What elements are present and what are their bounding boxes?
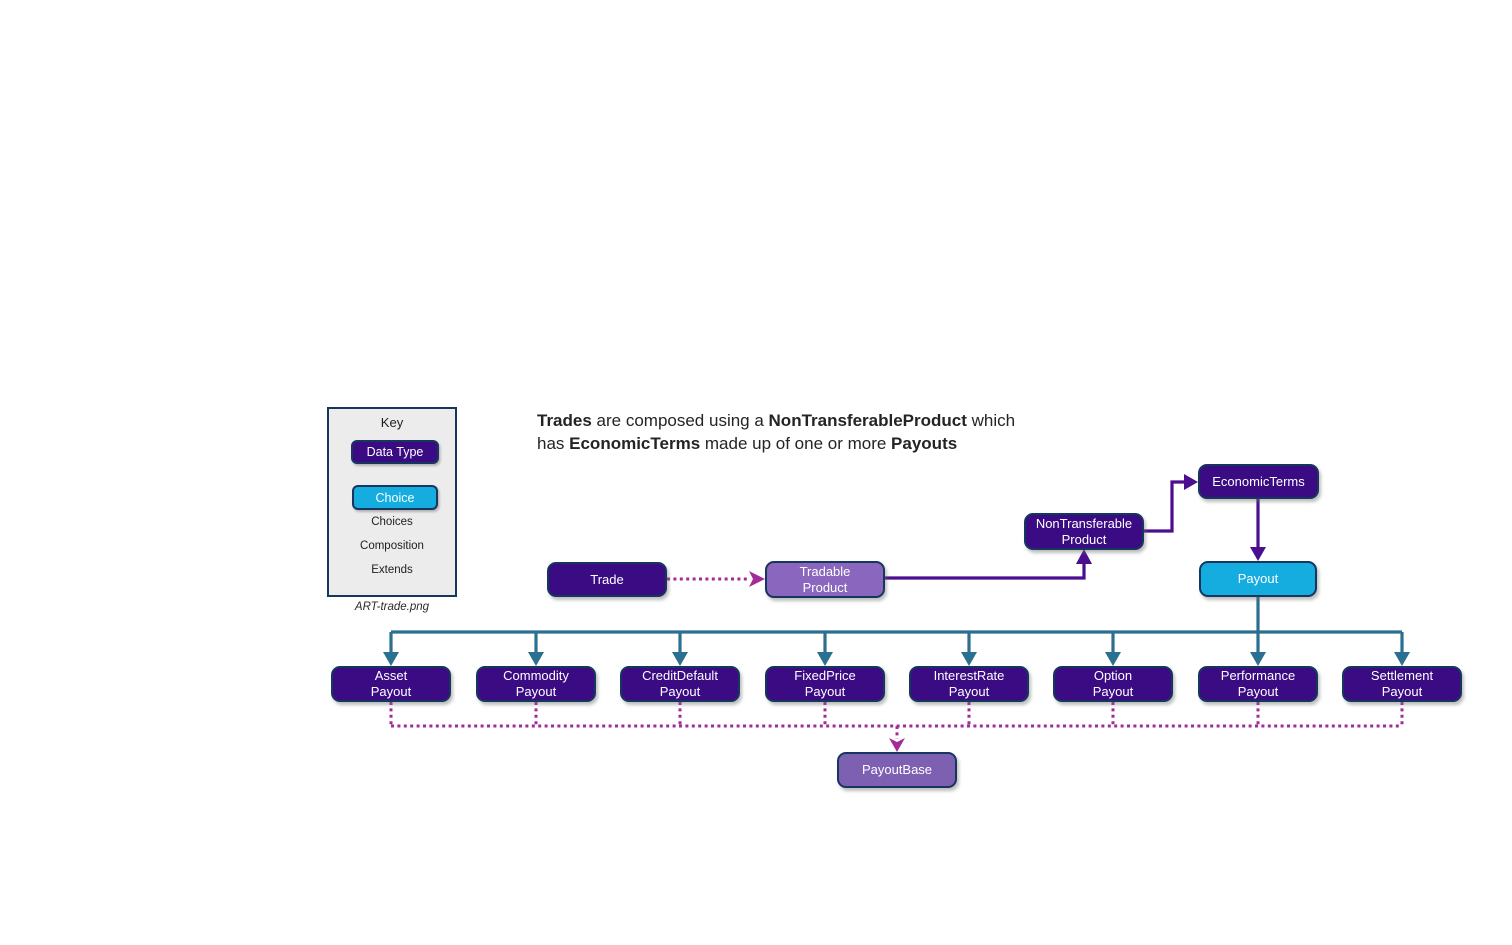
node-settlement-payout-line1: Settlement [1370, 668, 1434, 683]
node-creditdefault-payout: CreditDefault Payout [620, 666, 740, 702]
node-fixedprice-payout-line2: Payout [804, 684, 846, 699]
headline-bold-nontransferableproduct: NonTransferableProduct [768, 411, 967, 430]
choices-arrowhead-asset [383, 652, 399, 666]
node-economic-terms: EconomicTerms [1198, 464, 1319, 499]
headline-bold-trades: Trades [537, 411, 592, 430]
key-legend: Key Data Type Choice Choices Composition… [327, 407, 457, 597]
headline-bold-payouts: Payouts [891, 434, 958, 453]
node-tradable-product-line2: Product [802, 579, 848, 595]
headline-line-2: has EconomicTerms made up of one or more… [537, 432, 1077, 455]
node-economic-terms-label: EconomicTerms [1212, 473, 1305, 489]
key-extends-label: Extends [371, 564, 413, 576]
node-asset-payout: Asset Payout [331, 666, 451, 702]
node-payout-base-label: PayoutBase [861, 762, 933, 777]
node-option-payout: Option Payout [1053, 666, 1173, 702]
node-payout-base: PayoutBase [837, 752, 957, 788]
node-asset-payout-line1: Asset [374, 668, 408, 683]
node-interestrate-payout-line2: Payout [948, 684, 990, 699]
node-settlement-payout-line2: Payout [1381, 684, 1423, 699]
node-performance-payout: Performance Payout [1198, 666, 1318, 702]
node-tradable-product-line1: Tradable [799, 563, 851, 579]
headline-text: are composed using a [591, 411, 769, 430]
key-caption: ART-trade.png [354, 601, 430, 613]
node-fixedprice-payout: FixedPrice Payout [765, 666, 885, 702]
headline-text: has [537, 434, 570, 453]
node-non-transferable-product-line1: NonTransferable [1035, 515, 1133, 531]
choices-arrowhead-option [1105, 652, 1121, 666]
node-asset-payout-line2: Payout [370, 684, 412, 699]
key-title: Key [380, 415, 404, 430]
node-non-transferable-product-line2: Product [1061, 531, 1107, 547]
node-creditdefault-payout-line2: Payout [659, 684, 701, 699]
node-payout: Payout [1199, 561, 1317, 597]
composition-nontransferable-to-economic [1143, 480, 1185, 533]
headline-bold-economicterms: EconomicTerms [569, 434, 701, 453]
node-option-payout-line1: Option [1093, 668, 1133, 683]
extends-payoutbase-arrowhead [889, 738, 905, 752]
node-non-transferable-product: NonTransferable Product [1024, 513, 1144, 550]
node-performance-payout-line2: Payout [1237, 684, 1279, 699]
key-data-type-swatch: Data Type [351, 440, 439, 464]
composition-economic-arrowhead [1184, 474, 1198, 490]
headline-text: made up of one or more [700, 434, 892, 453]
headline-line-1: Trades are composed using a NonTransfera… [537, 409, 1077, 432]
choices-arrowhead-interestrate [961, 652, 977, 666]
key-choice-label: Choice [375, 490, 415, 505]
node-trade-label: Trade [590, 571, 624, 587]
node-payout-label: Payout [1237, 571, 1279, 586]
choices-arrowhead-fixedprice [817, 652, 833, 666]
node-interestrate-payout-line1: InterestRate [933, 668, 1005, 683]
node-tradable-product: Tradable Product [765, 561, 885, 598]
node-option-payout-line2: Payout [1092, 684, 1134, 699]
node-trade: Trade [547, 562, 667, 597]
node-commodity-payout-line2: Payout [515, 684, 557, 699]
key-choices-label: Choices [371, 516, 413, 528]
headline-text: which [966, 411, 1016, 430]
composition-payout-arrowhead [1250, 547, 1266, 561]
node-commodity-payout-line1: Commodity [503, 668, 569, 683]
node-interestrate-payout: InterestRate Payout [909, 666, 1029, 702]
composition-nontransferable-arrowhead [1076, 549, 1092, 564]
choices-arrowhead-creditdefault [672, 652, 688, 666]
choices-arrowhead-performance [1250, 652, 1266, 666]
extends-trade-arrowhead [749, 571, 765, 587]
headline: Trades are composed using a NonTransfera… [537, 409, 1077, 455]
key-choice-swatch: Choice [352, 485, 438, 510]
node-fixedprice-payout-line1: FixedPrice [794, 668, 856, 683]
choices-arrowhead-settlement [1394, 652, 1410, 666]
node-commodity-payout: Commodity Payout [476, 666, 596, 702]
node-creditdefault-payout-line1: CreditDefault [642, 668, 718, 683]
key-composition-label: Composition [360, 540, 424, 552]
composition-tradable-to-nontransferable [885, 564, 1086, 580]
node-performance-payout-line1: Performance [1220, 668, 1296, 683]
key-data-type-label: Data Type [366, 445, 424, 459]
choices-arrowhead-commodity [528, 652, 544, 666]
node-settlement-payout: Settlement Payout [1342, 666, 1462, 702]
